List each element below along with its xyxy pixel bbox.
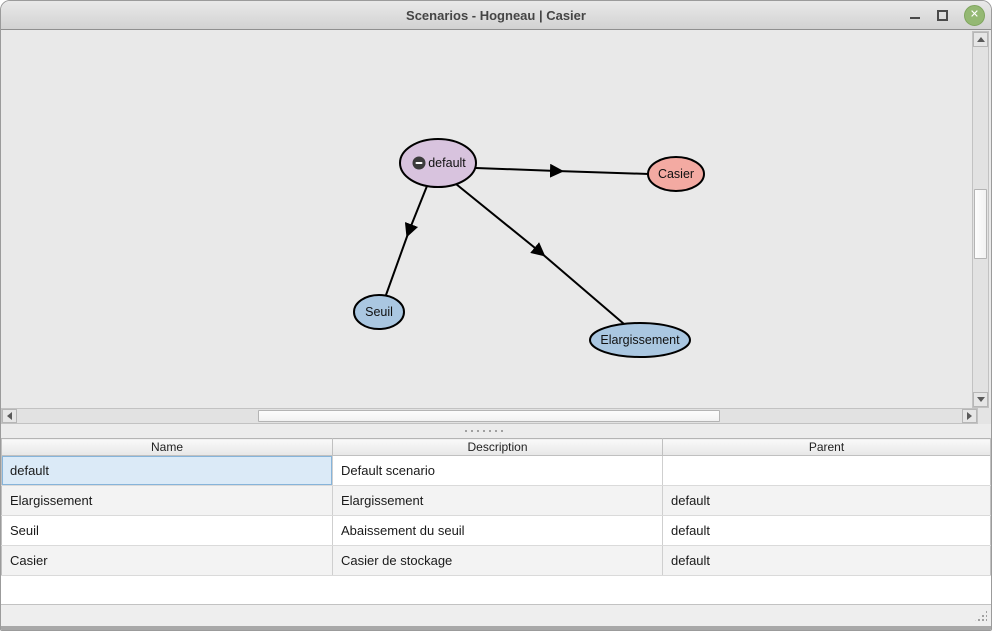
scrollbar-corner: [978, 408, 991, 424]
left-arrow-icon: [7, 412, 12, 420]
horizontal-scrollbar-thumb[interactable]: [258, 410, 720, 422]
right-arrow-icon: [967, 412, 972, 420]
node-shape: [399, 138, 477, 188]
cell-description[interactable]: Abaissement du seuil: [332, 515, 663, 546]
scroll-up-button[interactable]: [973, 32, 988, 47]
column-header-name[interactable]: Name: [1, 438, 333, 456]
edge-default-to-casier: [475, 163, 650, 178]
scroll-left-button[interactable]: [2, 409, 17, 423]
cell-parent[interactable]: [662, 455, 991, 486]
node-label: Casier: [658, 167, 694, 181]
column-header-parent[interactable]: Parent: [662, 438, 991, 456]
maximize-button[interactable]: [937, 9, 948, 21]
scroll-down-button[interactable]: [973, 392, 988, 407]
minimize-button[interactable]: [909, 8, 921, 22]
cell-description[interactable]: Default scenario: [332, 455, 663, 486]
node-label: Seuil: [365, 305, 393, 319]
cell-parent[interactable]: default: [662, 515, 991, 546]
minus-icon: [415, 162, 423, 164]
vertical-scrollbar-thumb[interactable]: [974, 189, 987, 259]
close-button[interactable]: ✕: [964, 4, 985, 26]
graph-node-elargissement[interactable]: Elargissement: [589, 322, 691, 358]
resize-grip-icon[interactable]: [973, 610, 987, 623]
graph-node-default[interactable]: default: [399, 138, 477, 188]
table-header-row: Name Description Parent: [1, 438, 991, 456]
up-arrow-icon: [976, 37, 985, 42]
close-icon: ✕: [969, 8, 980, 20]
column-header-description[interactable]: Description: [332, 438, 663, 456]
vertical-scrollbar[interactable]: [972, 31, 989, 408]
down-arrow-icon: [976, 397, 985, 402]
pane-splitter[interactable]: [1, 424, 991, 438]
horizontal-scrollbar[interactable]: [1, 408, 978, 424]
edge-default-to-seuil: [385, 185, 428, 296]
node-shape: [589, 322, 691, 358]
cell-name[interactable]: Elargissement: [1, 485, 333, 516]
node-shape: [353, 294, 405, 330]
edge-default-to-elargissement: [455, 183, 625, 325]
splitter-grip-icon: [463, 429, 507, 433]
scroll-right-button[interactable]: [962, 409, 977, 423]
window-bottom-border: [1, 626, 991, 630]
status-bar: [1, 604, 991, 626]
graph-node-casier[interactable]: Casier: [647, 156, 705, 192]
node-label: default: [428, 156, 466, 170]
window-controls: ✕: [909, 1, 985, 29]
titlebar[interactable]: Scenarios - Hogneau | Casier ✕: [1, 1, 991, 30]
node-shape: [647, 156, 705, 192]
cell-name[interactable]: Seuil: [1, 515, 333, 546]
cell-description[interactable]: Casier de stockage: [332, 545, 663, 576]
cell-parent[interactable]: default: [662, 485, 991, 516]
cell-description[interactable]: Elargissement: [332, 485, 663, 516]
cell-parent[interactable]: default: [662, 545, 991, 576]
window-title: Scenarios - Hogneau | Casier: [406, 7, 586, 23]
graph-node-seuil[interactable]: Seuil: [353, 294, 405, 330]
cell-name[interactable]: default: [1, 455, 333, 486]
cell-name[interactable]: Casier: [1, 545, 333, 576]
node-label: Elargissement: [600, 333, 680, 347]
